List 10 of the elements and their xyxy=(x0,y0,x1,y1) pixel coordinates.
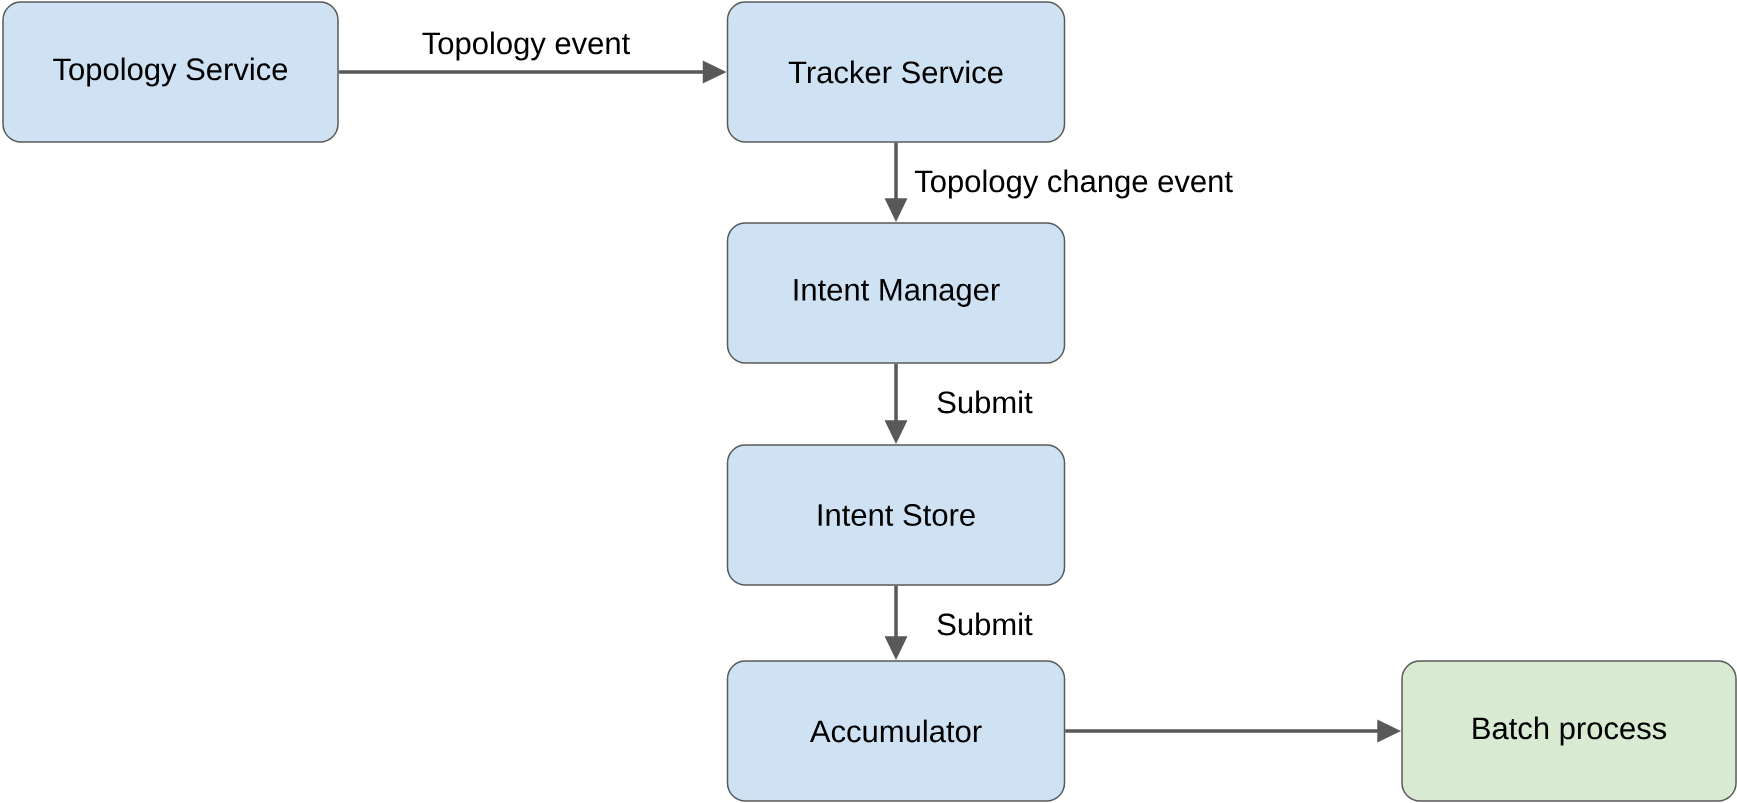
process-box: Intent Store xyxy=(726,444,1066,586)
process-box: Topology Service xyxy=(2,1,339,143)
edge-label: Submit xyxy=(935,389,1034,415)
process-box: Accumulator xyxy=(726,660,1066,802)
edge-label: Topology change event xyxy=(913,168,1235,200)
process-box: Intent Manager xyxy=(726,222,1066,364)
edge-label: Topology event xyxy=(420,30,632,62)
process-box: Tracker Service xyxy=(726,1,1066,143)
process-box: Batch process xyxy=(1401,660,1737,802)
edge-label: Submit xyxy=(935,611,1034,637)
